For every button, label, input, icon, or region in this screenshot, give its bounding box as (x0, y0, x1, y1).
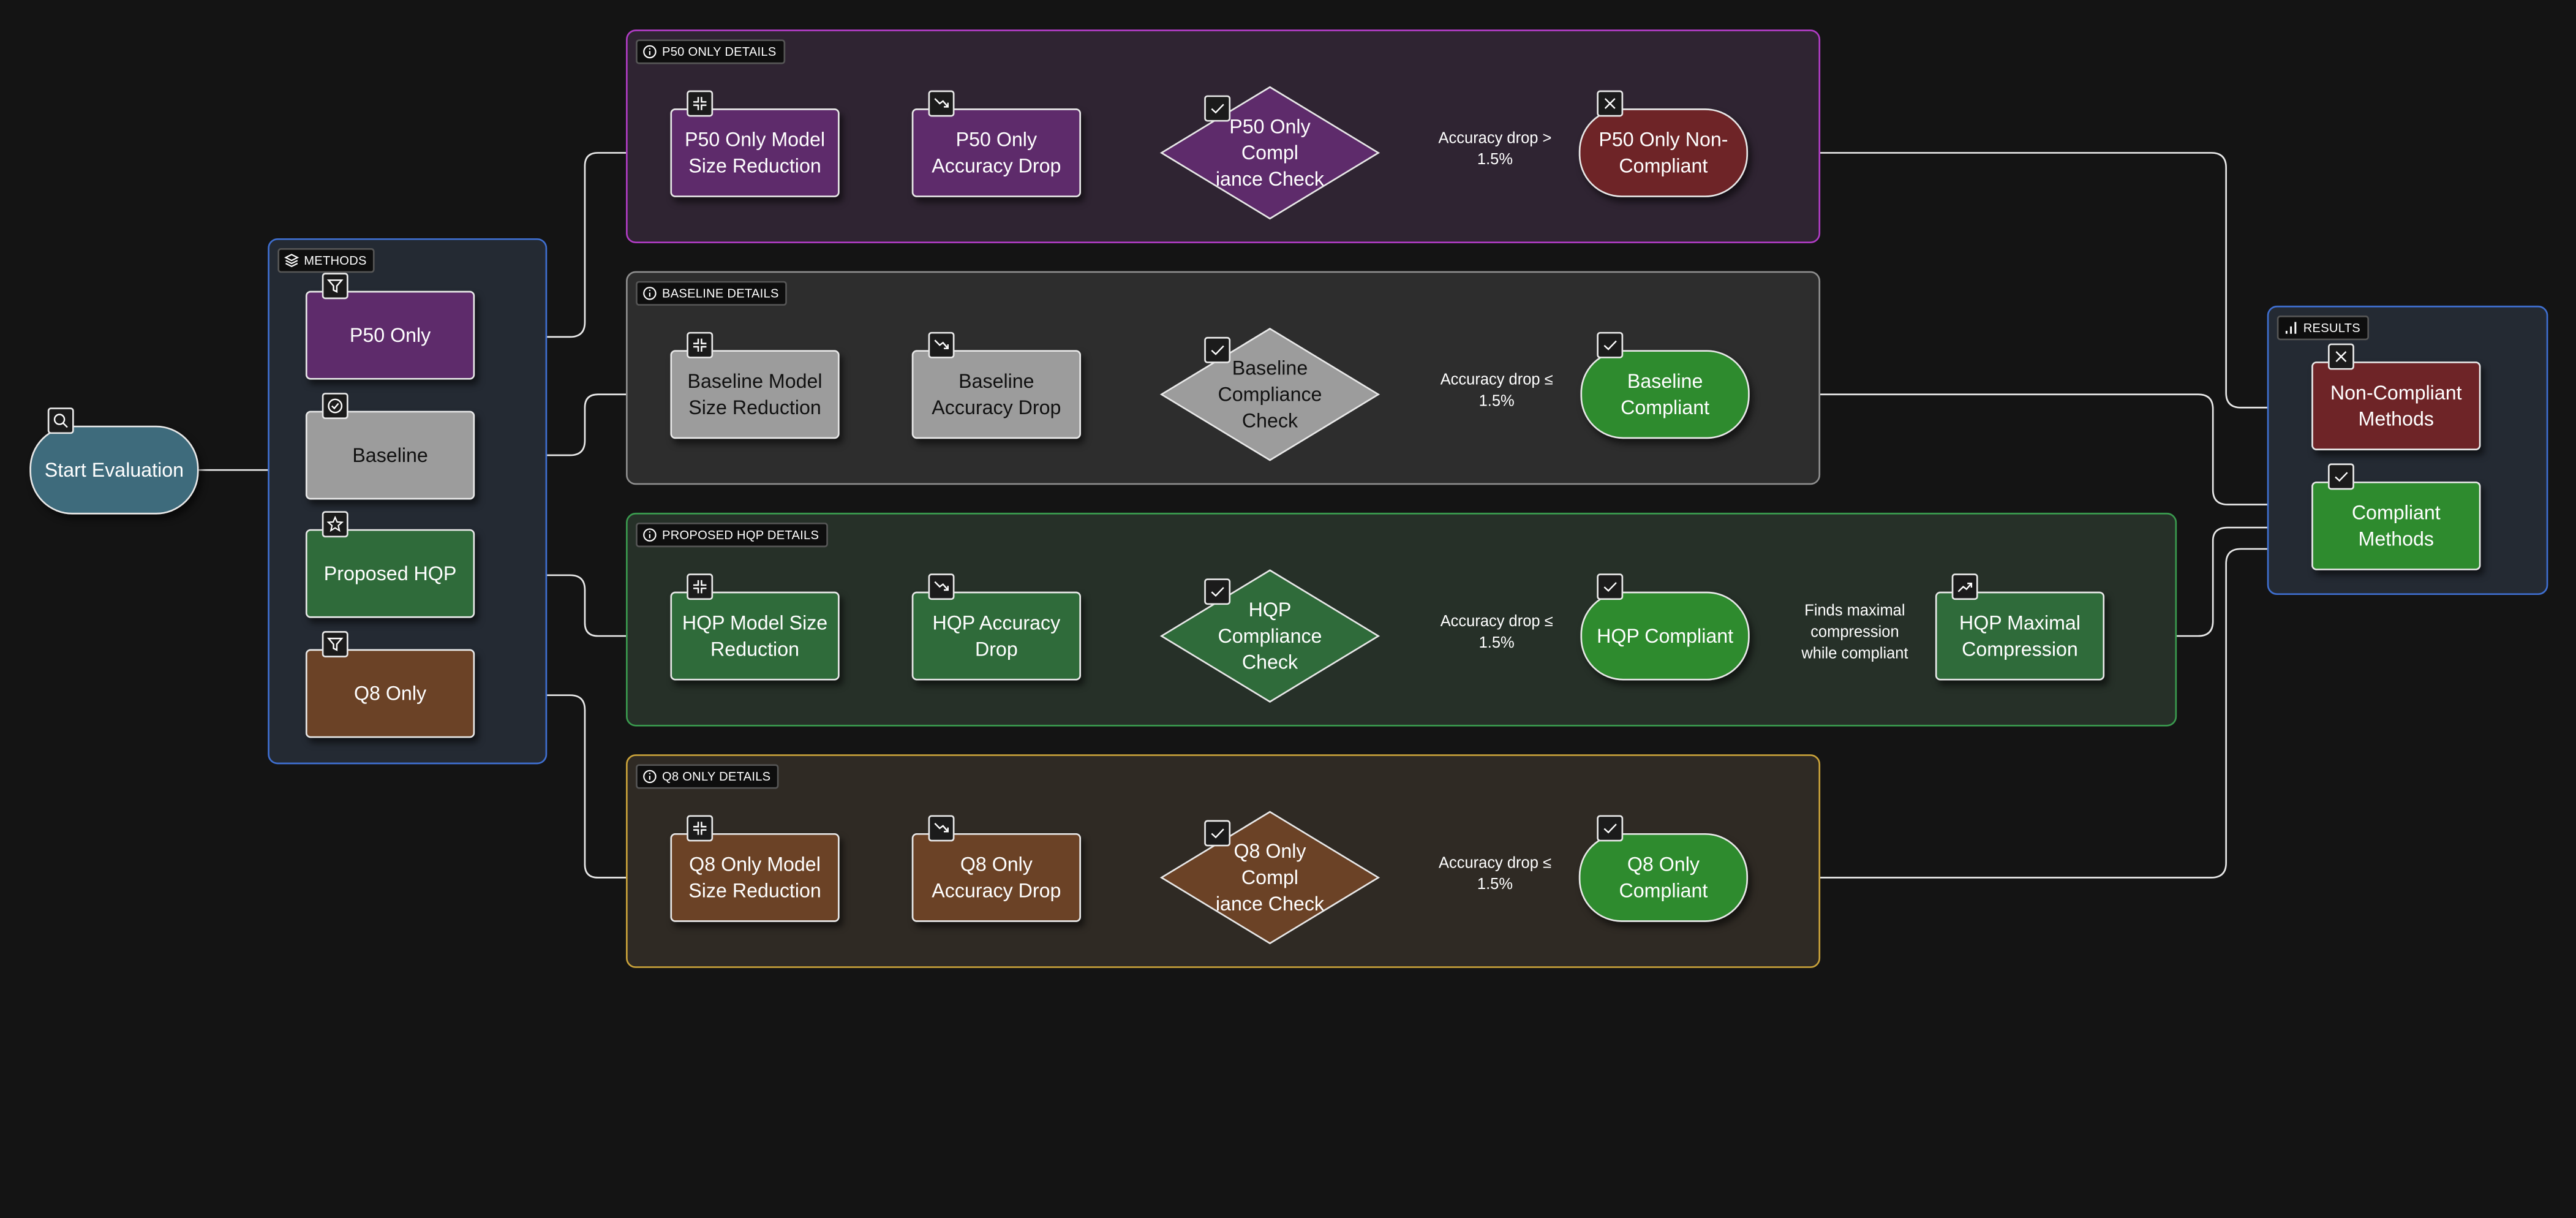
hqp-maximal-compression-node[interactable]: HQP Maximal Compression (1935, 591, 2105, 681)
p50-non-compliant-node[interactable]: P50 Only Non- Compliant (1578, 108, 1749, 197)
x-icon (2327, 343, 2354, 370)
compliant-methods-node[interactable]: Compliant Methods (2311, 481, 2481, 570)
methods-group-label: METHODS (277, 248, 375, 273)
hqp-size-reduction-node[interactable]: HQP Model Size Reduction (670, 591, 840, 681)
baseline-compliant-node[interactable]: Baseline Compliant (1580, 350, 1750, 439)
bar-chart-icon (2284, 320, 2299, 335)
baseline-compliance-check-node[interactable]: Baseline Compliance Check (1159, 327, 1380, 462)
edge-hqp-to-compliant (2104, 528, 2311, 637)
q8-compliant-node[interactable]: Q8 Only Compliant (1578, 833, 1749, 922)
method-q8-only[interactable]: Q8 Only (305, 649, 475, 738)
start-evaluation-node[interactable]: Start Evaluation (29, 425, 199, 515)
shrink-icon (687, 90, 714, 117)
check-icon (1597, 573, 1624, 600)
hqp-compliant-node[interactable]: HQP Compliant (1580, 591, 1750, 681)
baseline-size-reduction-node[interactable]: Baseline Model Size Reduction (670, 350, 840, 439)
filter-icon (322, 273, 348, 300)
check-icon (1204, 820, 1231, 847)
hqp-compliance-check-node[interactable]: HQP Compliance Check (1159, 569, 1380, 703)
baseline-details-group-label: BASELINE DETAILS (636, 281, 788, 306)
method-p50-only[interactable]: P50 Only (305, 290, 475, 380)
p50-edge-label: Accuracy drop > 1.5% (1438, 129, 1552, 170)
info-icon (642, 286, 657, 301)
shrink-icon (687, 331, 714, 358)
p50-details-group-label: P50 ONLY DETAILS (636, 39, 785, 64)
check-icon (2327, 463, 2354, 490)
hqp-accuracy-drop-node[interactable]: HQP Accuracy Drop (911, 591, 1082, 681)
info-icon (642, 528, 657, 542)
check-icon (1597, 815, 1624, 842)
p50-compliance-check-node[interactable]: P50 Only Compl iance Check (1159, 85, 1380, 220)
q8-compliance-check-node[interactable]: Q8 Only Compl iance Check (1159, 810, 1380, 945)
layers-icon (284, 253, 299, 268)
q8-size-reduction-node[interactable]: Q8 Only Model Size Reduction (670, 833, 840, 922)
results-group-label: RESULTS (2277, 316, 2369, 341)
edge-q8-details (475, 694, 670, 878)
check-icon (1204, 578, 1231, 605)
edge-baseline-to-compliant (1748, 393, 2311, 505)
p50-accuracy-drop-node[interactable]: P50 Only Accuracy Drop (911, 108, 1082, 197)
hqp-details-group: PROPOSED HQP DETAILS (625, 512, 2177, 727)
q8-edge-label: Accuracy drop ≤ 1.5% (1439, 854, 1551, 895)
q8-accuracy-drop-node[interactable]: Q8 Only Accuracy Drop (911, 833, 1082, 922)
edge-hqp-details (475, 574, 670, 636)
check-icon (1597, 331, 1624, 358)
method-proposed-hqp[interactable]: Proposed HQP (305, 529, 475, 618)
info-icon (642, 769, 657, 784)
info-icon (642, 44, 657, 59)
baseline-edge-label: Accuracy drop ≤ 1.5% (1440, 371, 1553, 411)
hqp-details-group-label: PROPOSED HQP DETAILS (636, 523, 827, 548)
q8-details-group-label: Q8 ONLY DETAILS (636, 764, 779, 789)
hqp-maximal-edge-label: Finds maximal compression while complian… (1801, 602, 1908, 664)
edge-p50-to-noncompliant (1748, 152, 2311, 407)
hqp-edge-label: Accuracy drop ≤ 1.5% (1440, 613, 1553, 652)
trending-down-icon (928, 331, 955, 358)
trending-up-icon (1951, 573, 1978, 600)
trending-down-icon (928, 815, 955, 842)
trending-down-icon (928, 573, 955, 600)
non-compliant-methods-node[interactable]: Non-Compliant Methods (2311, 361, 2481, 450)
shrink-icon (687, 573, 714, 600)
edge-q8-to-compliant (1748, 549, 2311, 879)
x-icon (1597, 90, 1624, 117)
check-circle-icon (322, 393, 348, 420)
edge-p50-details (475, 153, 670, 338)
edge-baseline-details (475, 395, 670, 456)
baseline-accuracy-drop-node[interactable]: Baseline Accuracy Drop (911, 350, 1082, 439)
check-icon (1204, 95, 1231, 122)
method-baseline[interactable]: Baseline (305, 410, 475, 500)
check-icon (1204, 336, 1231, 363)
filter-icon (322, 631, 348, 657)
shrink-icon (687, 815, 714, 842)
star-icon (322, 511, 348, 538)
p50-size-reduction-node[interactable]: P50 Only Model Size Reduction (670, 108, 840, 197)
trending-down-icon (928, 90, 955, 117)
search-icon (47, 407, 74, 434)
